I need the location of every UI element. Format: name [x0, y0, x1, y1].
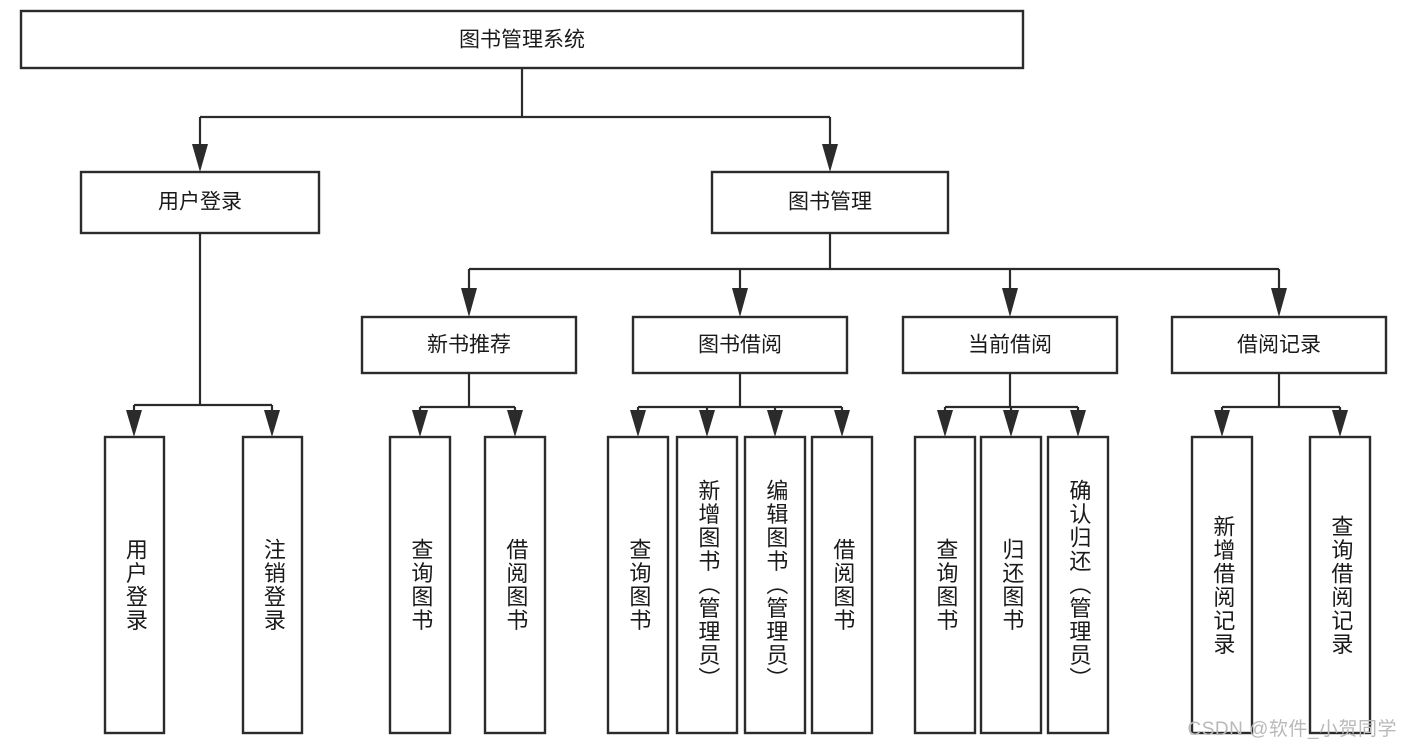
node-leaf-logout-rect[interactable] [241, 435, 304, 735]
node-user-login-label: 用户登录 [158, 191, 242, 214]
connector-group-current-borrow-to-leaves [937, 373, 1086, 437]
node-leaf-borrow-book-label: 借阅图书 [830, 538, 856, 632]
node-user-login[interactable]: 用户登录 [79, 170, 321, 235]
arrowhead-book-management [822, 144, 838, 172]
node-leaf-confirm-return-admin-label: 确认归还（管理员） [1066, 479, 1092, 691]
node-current-borrow-rect[interactable] [901, 315, 1119, 375]
node-book-borrow-rect[interactable] [631, 315, 849, 375]
node-leaf-add-book-admin-label: 新增图书（管理员） [695, 479, 721, 691]
node-leaf-confirm-return-admin-rect[interactable] [1046, 435, 1110, 735]
node-book-borrow[interactable]: 图书借阅 [631, 315, 849, 375]
arrowhead-leaf-add-book-admin [699, 410, 715, 437]
node-leaf-return-book-label: 归还图书 [999, 538, 1025, 632]
node-leaf-add-borrow-record-label: 新增借阅记录 [1210, 514, 1236, 656]
csdn-watermark: CSDN @软件_小贺同学 [1187, 719, 1397, 740]
node-book-management-label: 图书管理 [788, 191, 872, 214]
arrowhead-leaf-return-book [1003, 410, 1019, 437]
arrowhead-leaf-logout [264, 410, 280, 437]
node-root[interactable]: 图书管理系统 [19, 9, 1025, 70]
arrowhead-leaf-borrow-book [834, 410, 850, 437]
arrowhead-leaf-query-book-borrow [630, 410, 646, 437]
node-leaf-query-borrow-record-label: 查询借阅记录 [1328, 514, 1354, 656]
node-leaf-query-book-current-label: 查询图书 [933, 538, 959, 632]
node-current-borrow-label: 当前借阅 [968, 334, 1052, 357]
node-leaf-query-book-borrow-label: 查询图书 [626, 538, 652, 632]
arrowhead-user-login [192, 144, 208, 172]
node-borrow-records[interactable]: 借阅记录 [1170, 315, 1388, 375]
node-leaf-user-login-rect[interactable] [103, 435, 166, 735]
node-leaf-return-book-rect[interactable] [979, 435, 1043, 735]
node-borrow-records-label: 借阅记录 [1237, 334, 1321, 357]
node-root-label: 图书管理系统 [459, 29, 585, 52]
arrowhead-leaf-confirm-return-admin [1070, 410, 1086, 437]
arrowhead-leaf-query-book-new [412, 410, 428, 437]
node-root-rect[interactable] [19, 9, 1025, 70]
arrowhead-current-borrow [1002, 288, 1018, 317]
node-book-management[interactable]: 图书管理 [710, 170, 950, 235]
node-leaf-edit-book-admin-label: 编辑图书（管理员） [763, 479, 789, 691]
node-leaf-query-book-borrow-rect[interactable] [606, 435, 670, 735]
node-book-management-rect[interactable] [710, 170, 950, 235]
node-book-borrow-label: 图书借阅 [698, 334, 782, 357]
arrowhead-leaf-edit-book-admin [767, 410, 783, 437]
node-new-book-recommend-rect[interactable] [360, 315, 578, 375]
node-new-book-recommend-label: 新书推荐 [427, 334, 511, 357]
node-leaf-query-book-new-label: 查询图书 [408, 538, 434, 632]
arrowhead-leaf-query-borrow-record [1332, 410, 1348, 437]
connector-group-book-borrow-to-leaves [630, 373, 850, 437]
connector-group-book-management-to-level3 [461, 233, 1287, 317]
node-leaf-edit-book-admin-rect[interactable] [743, 435, 807, 735]
arrowhead-borrow-records [1271, 288, 1287, 317]
arrowhead-book-borrow [732, 288, 748, 317]
node-leaf-user-login-label: 用户登录 [122, 538, 148, 632]
node-leaf-query-borrow-record-rect[interactable] [1308, 435, 1372, 735]
node-leaf-add-borrow-record-rect[interactable] [1190, 435, 1254, 735]
connector-group-new-book-recommend-to-leaves [412, 373, 523, 437]
node-user-login-rect[interactable] [79, 170, 321, 235]
connector-group-borrow-records-to-leaves [1214, 373, 1348, 437]
arrowhead-leaf-query-book-current [937, 410, 953, 437]
connector-group-root-to-level2 [192, 68, 838, 172]
node-current-borrow[interactable]: 当前借阅 [901, 315, 1119, 375]
arrowhead-leaf-add-borrow-record [1214, 410, 1230, 437]
node-leaf-add-book-admin-rect[interactable] [675, 435, 739, 735]
node-leaf-query-book-new-rect[interactable] [388, 435, 452, 735]
node-borrow-records-rect[interactable] [1170, 315, 1388, 375]
arrowhead-new-book-recommend [461, 288, 477, 317]
node-new-book-recommend[interactable]: 新书推荐 [360, 315, 578, 375]
node-leaf-borrow-book-new-label: 借阅图书 [503, 538, 529, 632]
arrowhead-leaf-user-login [126, 410, 142, 437]
node-leaf-query-book-current-rect[interactable] [913, 435, 977, 735]
node-leaf-borrow-book-rect[interactable] [810, 435, 874, 735]
node-leaf-logout-label: 注销登录 [260, 538, 286, 632]
arrowhead-leaf-borrow-book-new [507, 410, 523, 437]
connector-group-user-login-to-leaves [126, 233, 280, 437]
node-leaf-borrow-book-new-rect[interactable] [483, 435, 547, 735]
